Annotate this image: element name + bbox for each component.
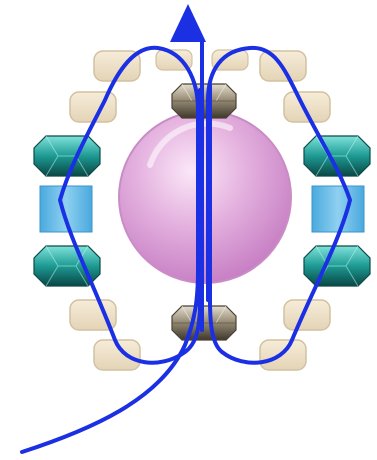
arrow-up-icon xyxy=(170,4,206,42)
center-cabochon xyxy=(119,111,291,283)
seed-bead xyxy=(70,92,116,122)
bicone-crystal-teal xyxy=(34,136,100,176)
bicone-crystal-teal xyxy=(304,246,370,286)
cube-bead-blue xyxy=(312,186,364,232)
